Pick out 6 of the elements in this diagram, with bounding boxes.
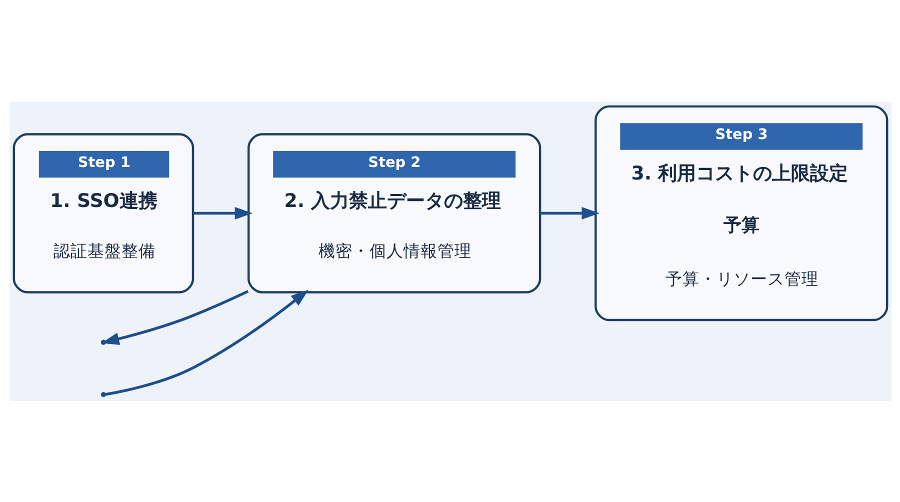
node-box: Step 2 2. 入力禁止データの整理 機密・個人情報管理: [247, 132, 541, 293]
arrow: [540, 206, 600, 219]
node-box: Step 3 3. 利用コストの上限設定 予算 予算・リソース管理: [594, 104, 888, 321]
arrow: [104, 289, 308, 396]
arrow: [192, 206, 252, 219]
node-box: Step 1 1. SSO連携 認証基盤整備: [12, 132, 194, 293]
